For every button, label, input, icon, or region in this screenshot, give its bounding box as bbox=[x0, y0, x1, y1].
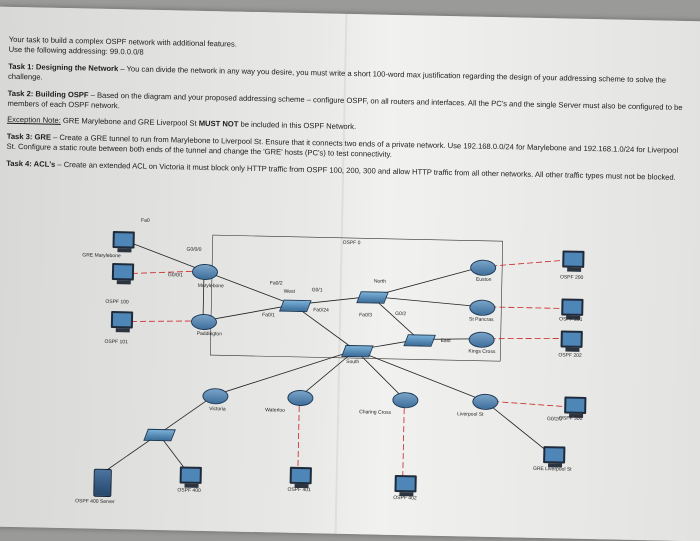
port-label: Fa0/24 bbox=[313, 307, 329, 314]
link-marylebone-west bbox=[203, 270, 294, 306]
label-ospf201: OSPF 201 bbox=[559, 316, 583, 323]
label-west: West bbox=[283, 288, 295, 295]
port-label: G0/2/0 bbox=[546, 416, 563, 423]
router-euston[interactable] bbox=[469, 259, 497, 277]
label-ospf100: OSPF 100 bbox=[105, 298, 129, 306]
switch-east[interactable] bbox=[403, 334, 436, 347]
label-south: South bbox=[346, 358, 360, 366]
label-gre-marylebone: GRE Marylebone bbox=[82, 252, 121, 260]
link-north-euston bbox=[371, 266, 483, 297]
pc-ospf400[interactable] bbox=[179, 466, 202, 484]
link-south-charingcross bbox=[355, 349, 405, 400]
label-ospf400: OSPF 400 bbox=[177, 487, 201, 494]
router-waterloo[interactable] bbox=[287, 389, 314, 407]
port-label: G0/0/1 bbox=[167, 272, 184, 279]
link-west-south bbox=[293, 304, 356, 351]
task4-title: Task 4: ACL's bbox=[6, 158, 56, 169]
label-ospf300: OSPF 300 bbox=[558, 415, 583, 422]
port-label: G0/0/0 bbox=[186, 246, 202, 253]
port-label: Fa0/3 bbox=[359, 312, 372, 319]
router-marylebone[interactable] bbox=[191, 263, 219, 281]
task2-title: Task 2: Building OSPF bbox=[7, 88, 89, 100]
label-ospf402: OSPF 402 bbox=[393, 494, 417, 502]
label-charing-cross: Charing Cross bbox=[359, 409, 392, 416]
link-charingcross-ospf402 bbox=[402, 399, 405, 480]
exception-tail: be included in this OSPF Network. bbox=[238, 120, 357, 132]
pc-ospf201[interactable] bbox=[561, 298, 584, 316]
switch-victoria-lan[interactable] bbox=[143, 428, 176, 442]
label-ospf200: OSPF 200 bbox=[559, 274, 584, 281]
task1-title: Task 1: Designing the Network bbox=[8, 61, 119, 73]
ospf0-area-box bbox=[209, 234, 504, 362]
port-label: Fa0 bbox=[141, 217, 150, 224]
label-paddington: Paddington bbox=[196, 330, 223, 338]
exception-bold: MUST NOT bbox=[198, 119, 239, 130]
port-label: G0/1 bbox=[311, 287, 323, 294]
network-diagram: GRE Marylebone OSPF 100 OSPF 101 OSPF 20… bbox=[57, 210, 663, 532]
router-paddington[interactable] bbox=[190, 313, 218, 331]
label-server: OSPF 400 Server bbox=[75, 498, 115, 506]
link-south-waterloo bbox=[299, 349, 356, 398]
router-st-pancras[interactable] bbox=[469, 299, 496, 317]
pc-ospf200[interactable] bbox=[562, 250, 585, 268]
server-ospf400[interactable] bbox=[93, 468, 112, 498]
link-waterloo-ospf401 bbox=[297, 396, 300, 470]
assignment-text: Your task to build a complex OSPF networ… bbox=[6, 35, 689, 189]
pc-ospf402[interactable] bbox=[394, 474, 417, 493]
label-ospf202: OSPF 202 bbox=[558, 352, 582, 359]
paper-sheet: Your task to build a complex OSPF networ… bbox=[0, 6, 700, 541]
label-north: North bbox=[373, 278, 387, 285]
link-south-victoria bbox=[214, 349, 356, 396]
pc-ospf101[interactable] bbox=[110, 311, 134, 329]
label-gre-liverpool: GRE Liverpool St bbox=[532, 465, 572, 473]
switch-north[interactable] bbox=[356, 291, 389, 304]
label-ospf101: OSPF 101 bbox=[104, 338, 128, 346]
pc-ospf300[interactable] bbox=[564, 396, 587, 414]
link-ospf100-marylebone bbox=[131, 270, 205, 274]
label-east: East bbox=[440, 337, 451, 345]
label-kings-cross: Kings Cross bbox=[468, 348, 496, 356]
label-euston: Euston bbox=[475, 276, 492, 283]
exception-title: Exception Note: bbox=[7, 115, 61, 126]
port-label: Fa0/2 bbox=[269, 280, 283, 287]
link-south-liverpool bbox=[355, 349, 485, 402]
label-liverpool-st: Liverpool St bbox=[457, 411, 484, 418]
task3-title: Task 3: GRE bbox=[6, 131, 52, 142]
link-paddington-west bbox=[202, 304, 294, 322]
label-st-pancras: St Pancras bbox=[469, 316, 494, 324]
link-north-stpancras bbox=[371, 296, 482, 308]
router-kings-cross[interactable] bbox=[468, 331, 495, 349]
switch-west[interactable] bbox=[279, 299, 312, 313]
router-liverpool-st[interactable] bbox=[472, 393, 499, 411]
pc-gre-marylebone[interactable] bbox=[112, 231, 135, 249]
pc-ospf202[interactable] bbox=[560, 330, 583, 348]
label-ospf401: OSPF 401 bbox=[287, 486, 311, 494]
port-label: G0/2 bbox=[395, 310, 407, 318]
port-label: Fa0/1 bbox=[262, 312, 275, 319]
addressing-line: Use the following addressing: 99.0.0.0/8 bbox=[8, 45, 144, 58]
link-grem-marylebone bbox=[132, 243, 205, 272]
exception-text: GRE Marylebone and GRE Liverpool St bbox=[60, 116, 199, 129]
pc-gre-liverpool[interactable] bbox=[543, 446, 566, 464]
pc-ospf100[interactable] bbox=[111, 263, 135, 281]
router-victoria[interactable] bbox=[202, 387, 229, 405]
label-victoria: Victoria bbox=[209, 406, 226, 413]
link-ospf101-paddington bbox=[130, 320, 203, 322]
switch-south[interactable] bbox=[341, 344, 374, 358]
router-charing-cross[interactable] bbox=[392, 391, 419, 409]
pc-ospf401[interactable] bbox=[289, 466, 312, 485]
link-liverpool-gre bbox=[484, 400, 549, 453]
label-waterloo: Waterloo bbox=[265, 407, 286, 414]
label-ospf0: OSPF 0 bbox=[342, 239, 361, 247]
label-marylebone: Marylebone bbox=[197, 282, 224, 290]
